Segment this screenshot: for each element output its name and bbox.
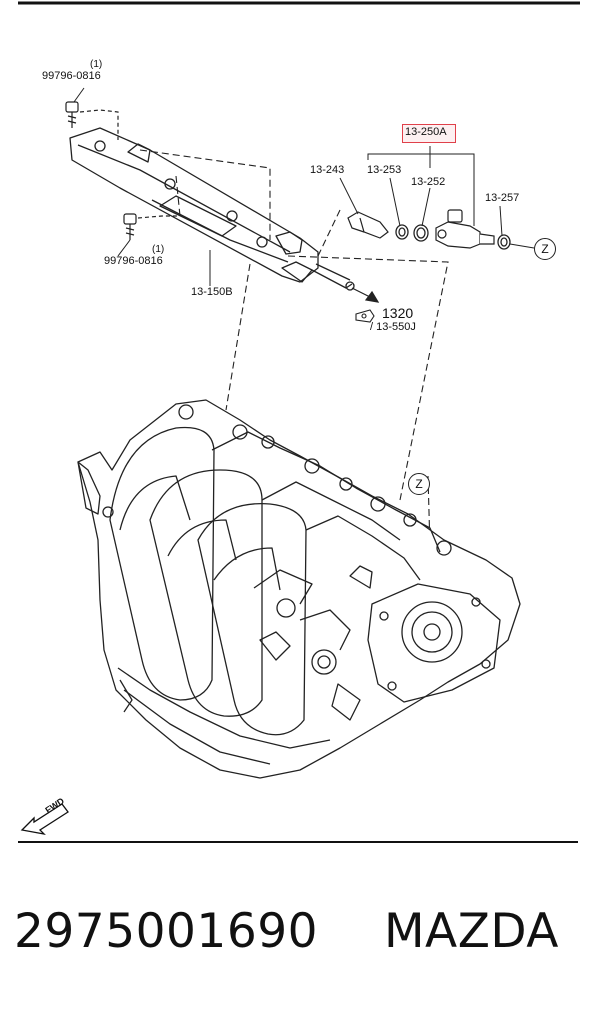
bolt-bottom-qty: (1) (152, 244, 165, 255)
bolt-bottom (123, 213, 178, 240)
fuel-rail (69, 127, 355, 291)
leader-lines (73, 87, 535, 286)
bolt-top-code[interactable]: 99796-0816 (42, 70, 101, 82)
intake-manifold (77, 399, 521, 779)
o-ring-part (395, 224, 409, 240)
o-ring-label[interactable]: 13-253 (367, 164, 402, 176)
insulator-label[interactable]: 13-257 (485, 192, 520, 204)
clip-part (347, 211, 389, 239)
ref-z-bottom: Z (408, 473, 430, 495)
selected-part-highlight (402, 124, 456, 143)
fuel-rail-label[interactable]: 13-150B (191, 286, 233, 298)
bolt-top (65, 101, 119, 140)
ref-hose-icon (355, 309, 375, 323)
injector-assy-label[interactable]: 13-250A (405, 126, 447, 138)
footer-part-number: 2975001690 (14, 904, 319, 959)
ref-arrow (351, 287, 380, 303)
ref-group-label[interactable]: 1320 (382, 305, 414, 321)
insulator-part (497, 234, 511, 250)
ref-z-top: Z (534, 238, 556, 260)
ref-sub-label[interactable]: / 13-550J (370, 321, 416, 333)
clip-label[interactable]: 13-243 (310, 164, 345, 176)
footer-brand: MAZDA (384, 904, 559, 959)
injector-part (435, 209, 495, 249)
fwd-arrow-icon (20, 803, 69, 836)
seal-part (413, 224, 429, 242)
bolt-bottom-code[interactable]: 99796-0816 (104, 255, 163, 267)
bolt-top-qty: (1) (90, 59, 103, 70)
seal-label[interactable]: 13-252 (411, 176, 446, 188)
